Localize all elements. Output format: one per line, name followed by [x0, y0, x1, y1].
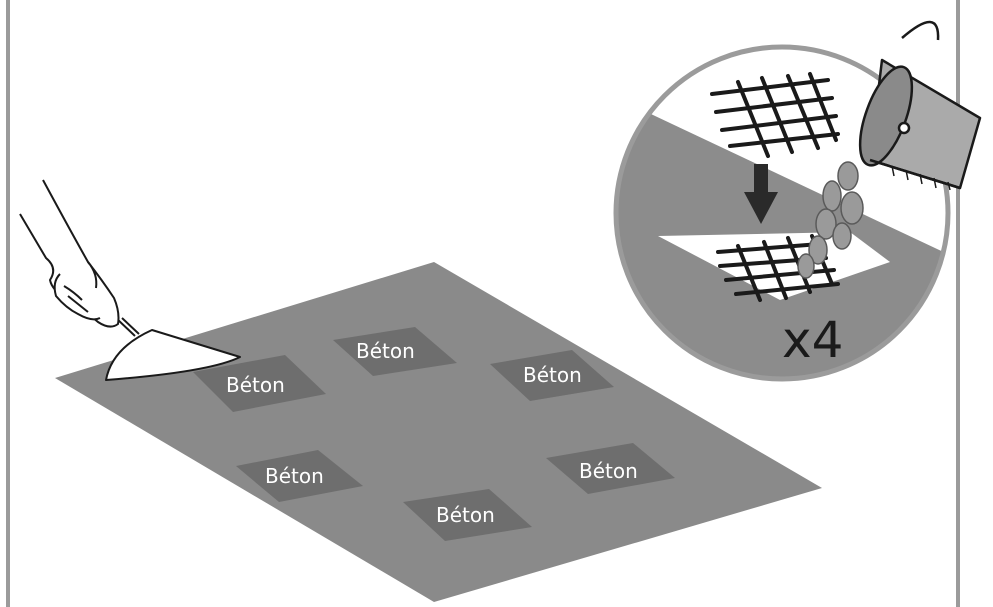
trowel-handle [115, 317, 140, 337]
arrow-down-icon [744, 164, 778, 224]
pad-label: Béton [436, 503, 495, 527]
multiplier-label: x4 [782, 311, 843, 369]
hand-icon [19, 179, 120, 328]
pad-1: Béton [193, 355, 326, 412]
trowel-icon [105, 329, 241, 381]
pad-label: Béton [226, 373, 285, 397]
rebar-grid-icon [710, 72, 840, 158]
pad-label: Béton [579, 459, 638, 483]
pad-5: Béton [403, 489, 532, 541]
concrete-pour-icon [797, 161, 864, 279]
pad-label: Béton [523, 363, 582, 387]
pad-3: Béton [490, 350, 614, 401]
pad-6: Béton [546, 443, 675, 494]
slab [55, 262, 822, 602]
pad-4: Béton [236, 450, 363, 502]
pad-2: Béton [333, 327, 457, 376]
bucket-icon [858, 20, 982, 191]
pad-label: Béton [356, 339, 415, 363]
pad-label: Béton [265, 464, 324, 488]
